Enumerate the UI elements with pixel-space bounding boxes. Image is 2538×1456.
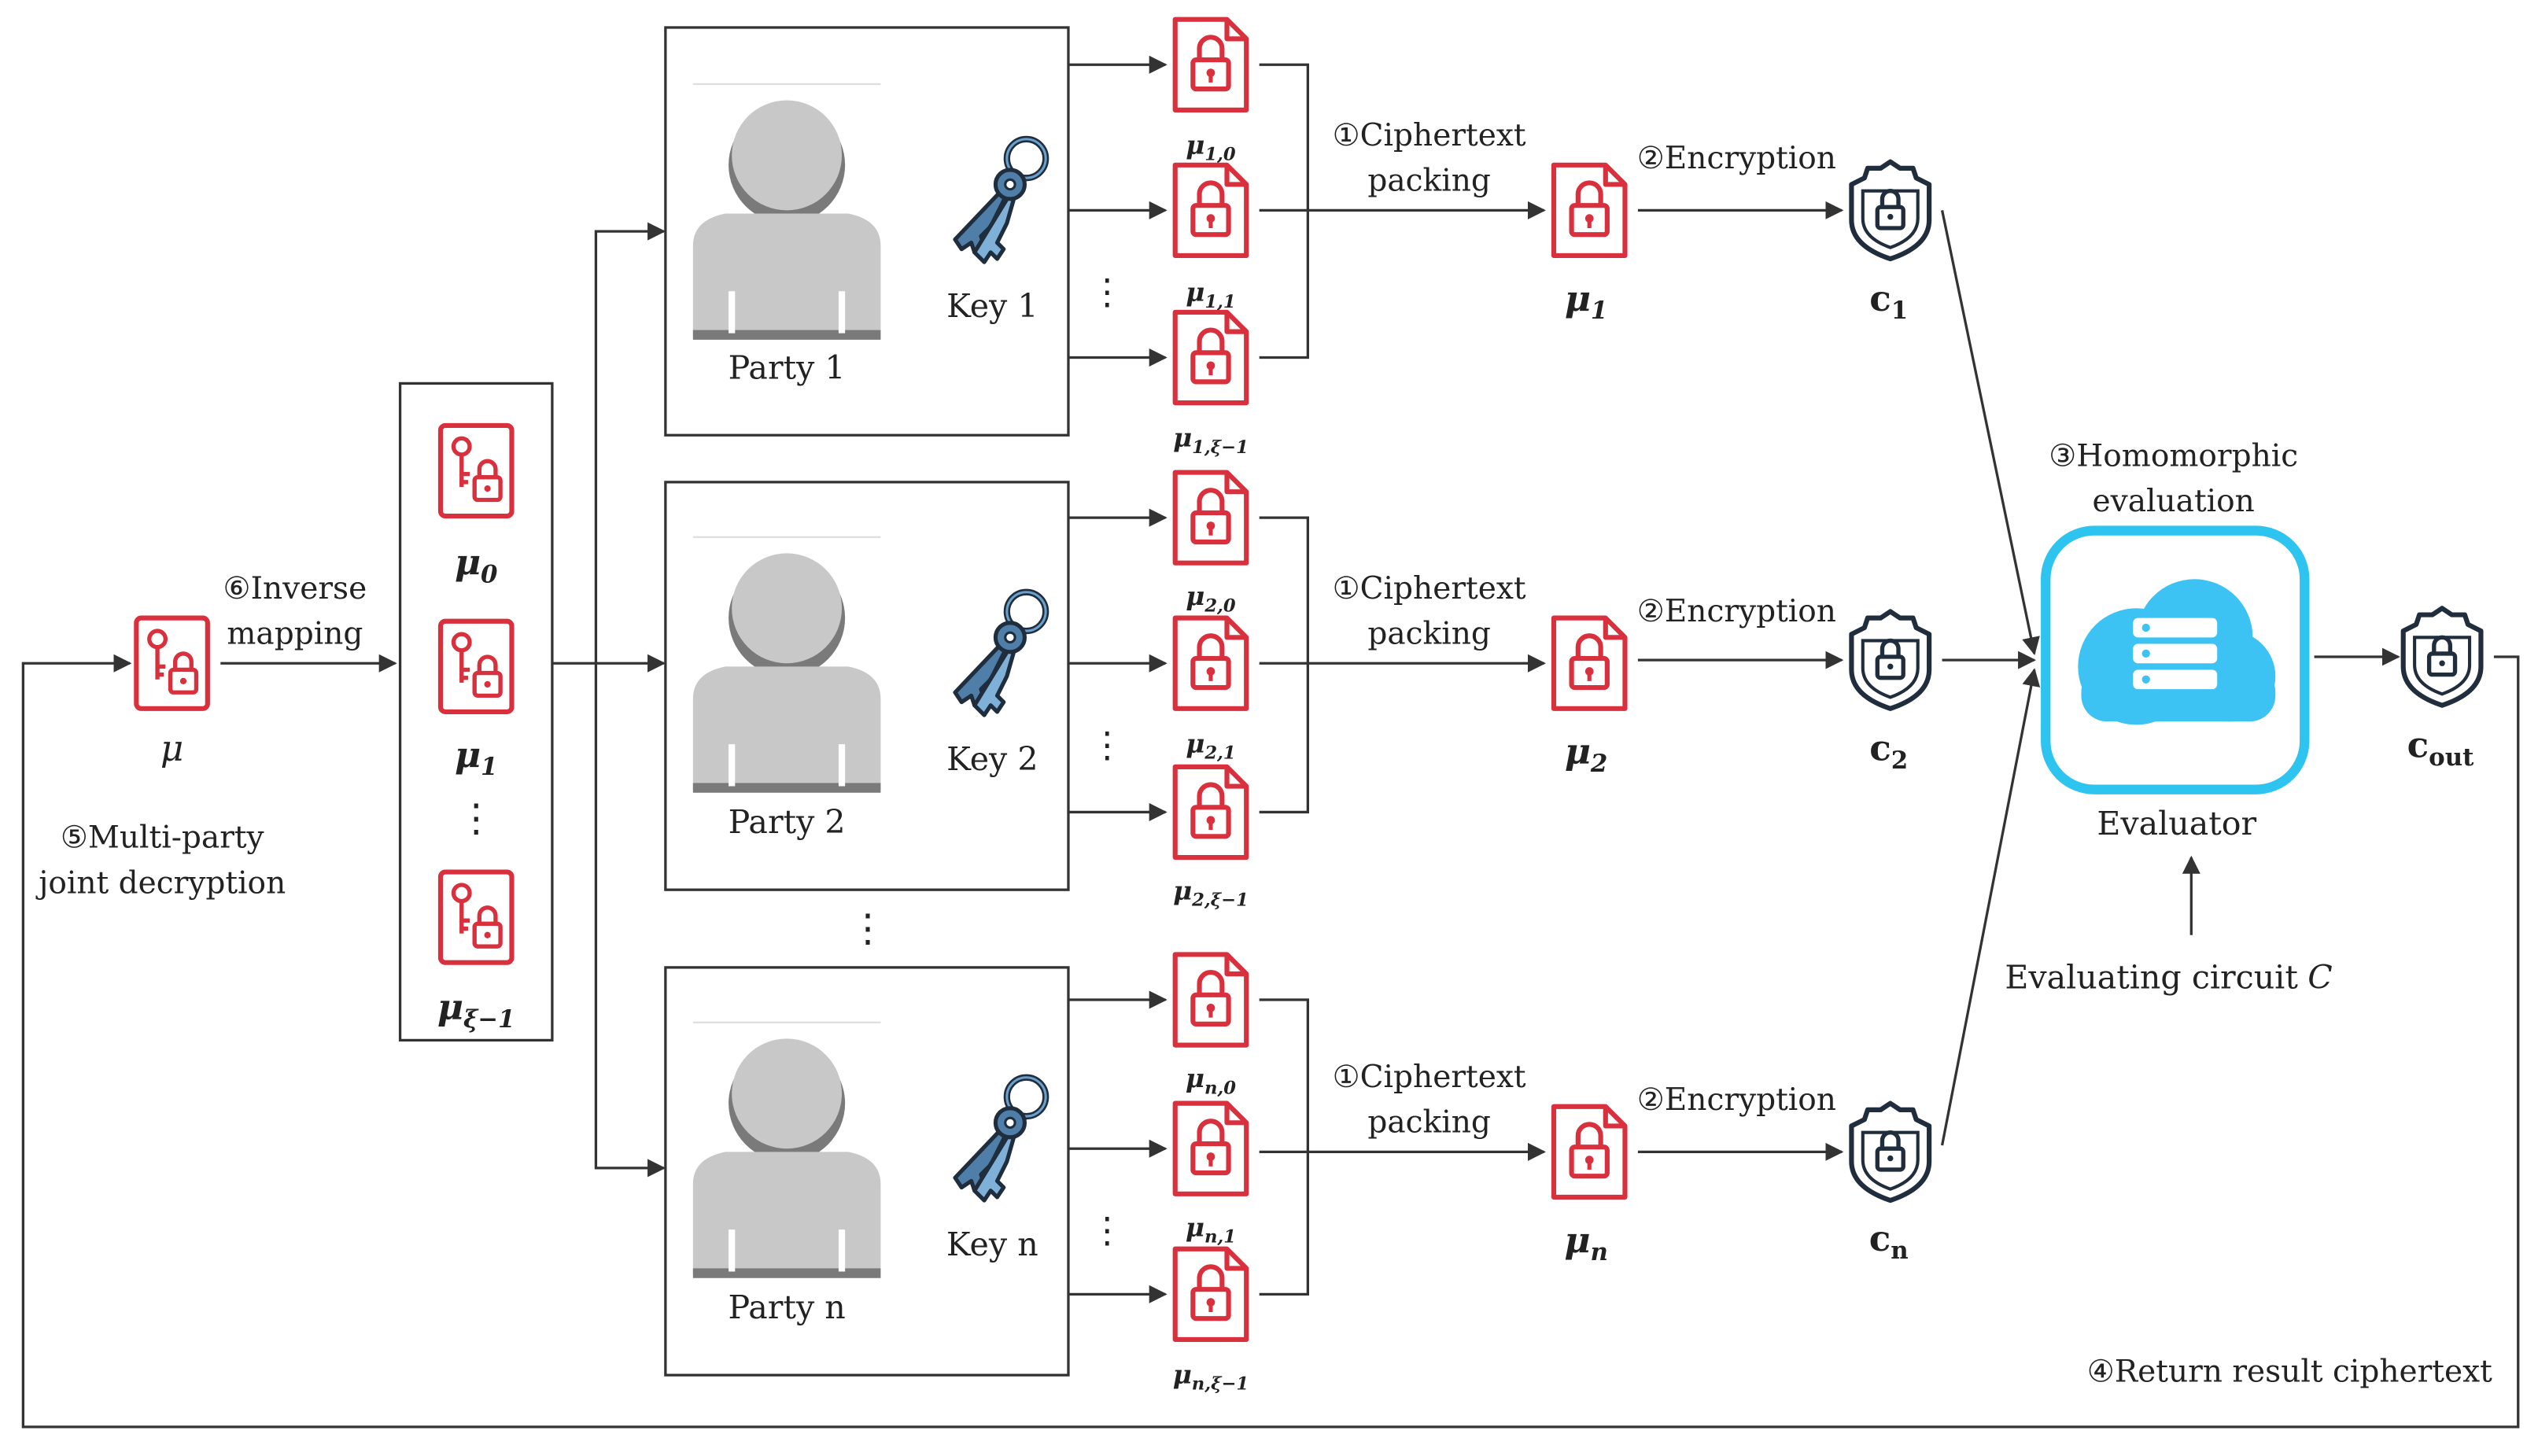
cloud-server-icon (2078, 579, 2276, 725)
padlock-shield-icon (1851, 1104, 1929, 1200)
step5-joint-decryption-line1: ⑤Multi-party (61, 820, 264, 856)
locked-document-icon (1175, 1104, 1246, 1194)
step1-packing-line2: packing (1367, 617, 1491, 652)
party-row-1: Party 1 Key 1 ⋮ μ1,0 μ1,1 μ1,ξ−1 ①Cipher… (664, 20, 1929, 458)
cipher1-to-evaluator-arrow (1940, 210, 2040, 656)
padlock-shield-icon (1851, 162, 1929, 259)
locked-document-icon (1175, 165, 1246, 256)
split-to-party1-arrow (594, 222, 666, 664)
locked-document-icon (1175, 473, 1246, 563)
vertical-dots: ⋮ (457, 795, 496, 841)
cipher-out-label: cout (2407, 724, 2475, 772)
packing-bracket (1259, 998, 1310, 1296)
mu-0-label: μ0 (455, 541, 498, 588)
step5-joint-decryption-line2: joint decryption (35, 865, 286, 901)
locked-document-icon (1554, 1107, 1625, 1197)
locked-document-icon (1554, 618, 1625, 709)
key-lock-document-icon (441, 872, 511, 963)
step3-homomorphic-line1: ③Homomorphic (2049, 438, 2298, 474)
padlock-shield-icon (1851, 611, 1929, 708)
vertical-dots: ⋮ (1090, 724, 1125, 766)
share-label: μn,0 (1186, 1063, 1236, 1098)
step2-encryption-label: ②Encryption (1637, 594, 1836, 629)
locked-document-icon (1175, 20, 1246, 110)
locked-document-icon (1175, 1249, 1246, 1340)
party-vertical-dots: ⋮ (848, 905, 887, 951)
locked-document-icon (1175, 312, 1246, 403)
step1-packing-line2: packing (1367, 164, 1491, 199)
key-label: Key 1 (946, 287, 1038, 325)
party-label: Party 1 (729, 348, 846, 386)
step1-packing-line1: ①Ciphertext (1333, 571, 1526, 606)
key-label: Key 2 (946, 740, 1038, 778)
split-to-partyn-arrow (594, 663, 666, 1178)
locked-document-icon (1175, 767, 1246, 857)
step6-inverse-mapping-line1: ⑥Inverse (223, 571, 367, 606)
cipher-label: cn (1869, 1218, 1909, 1265)
input-message: μ (136, 618, 207, 769)
vertical-dots: ⋮ (1090, 271, 1125, 313)
packed-label: μ2 (1565, 731, 1608, 778)
mu-xi-minus-1-label: μξ−1 (437, 986, 515, 1034)
share-label: μ1,ξ−1 (1173, 422, 1249, 458)
key-label: Key n (946, 1226, 1038, 1263)
return-result-loop-arrow (21, 654, 2520, 1428)
cipher-label: c2 (1869, 728, 1908, 775)
locked-document-icon (1554, 165, 1625, 256)
share-label: μ2,0 (1186, 581, 1236, 616)
party-row-2: Party 2 Key 2 ⋮ μ2,0 μ2,1 μ2,ξ−1 ①Cipher… (664, 473, 1929, 911)
mu-label: μ (160, 728, 183, 769)
party-row-n: Party n Key n ⋮ μn,0 μn,1 μn,ξ−1 ①Cipher… (664, 954, 1929, 1395)
key-lock-document-icon (136, 618, 207, 709)
step6-inverse-mapping-line2: mapping (227, 617, 363, 652)
step2-encryption-label: ②Encryption (1637, 141, 1836, 176)
share-label: μn,ξ−1 (1173, 1358, 1249, 1394)
locked-document-icon (1175, 954, 1246, 1045)
packed-label: μ1 (1565, 278, 1608, 325)
party-label: Party 2 (729, 803, 846, 841)
step1-packing-line1: ①Ciphertext (1333, 118, 1526, 153)
key-lock-document-icon (441, 426, 511, 516)
step3-homomorphic-line2: evaluation (2093, 484, 2255, 519)
party-label: Party n (728, 1288, 845, 1326)
ciphern-to-evaluator-arrow (1940, 668, 2041, 1146)
evaluator: Evaluator (2041, 525, 2310, 842)
step1-packing-line2: packing (1367, 1105, 1491, 1141)
padlock-shield-icon (2403, 608, 2481, 705)
share-label: μ2,ξ−1 (1173, 875, 1249, 911)
share-label: μ1,1 (1186, 277, 1235, 312)
packing-bracket (1259, 516, 1310, 814)
packed-label: μn (1564, 1219, 1608, 1266)
share-label: μn,1 (1186, 1211, 1236, 1247)
step1-packing-line1: ①Ciphertext (1333, 1060, 1526, 1095)
vertical-dots: ⋮ (1090, 1210, 1125, 1251)
step2-encryption-label: ②Encryption (1637, 1082, 1836, 1118)
cipher-label: c1 (1869, 278, 1908, 325)
step4-return-result-label: ④Return result ciphertext (2087, 1354, 2492, 1389)
key-lock-document-icon (441, 621, 511, 712)
share-label: μ1,0 (1186, 129, 1236, 164)
mu-1-label: μ1 (455, 734, 498, 781)
locked-document-icon (1175, 618, 1246, 709)
share-label: μ2,1 (1186, 728, 1235, 763)
evaluator-label: Evaluator (2097, 805, 2256, 842)
